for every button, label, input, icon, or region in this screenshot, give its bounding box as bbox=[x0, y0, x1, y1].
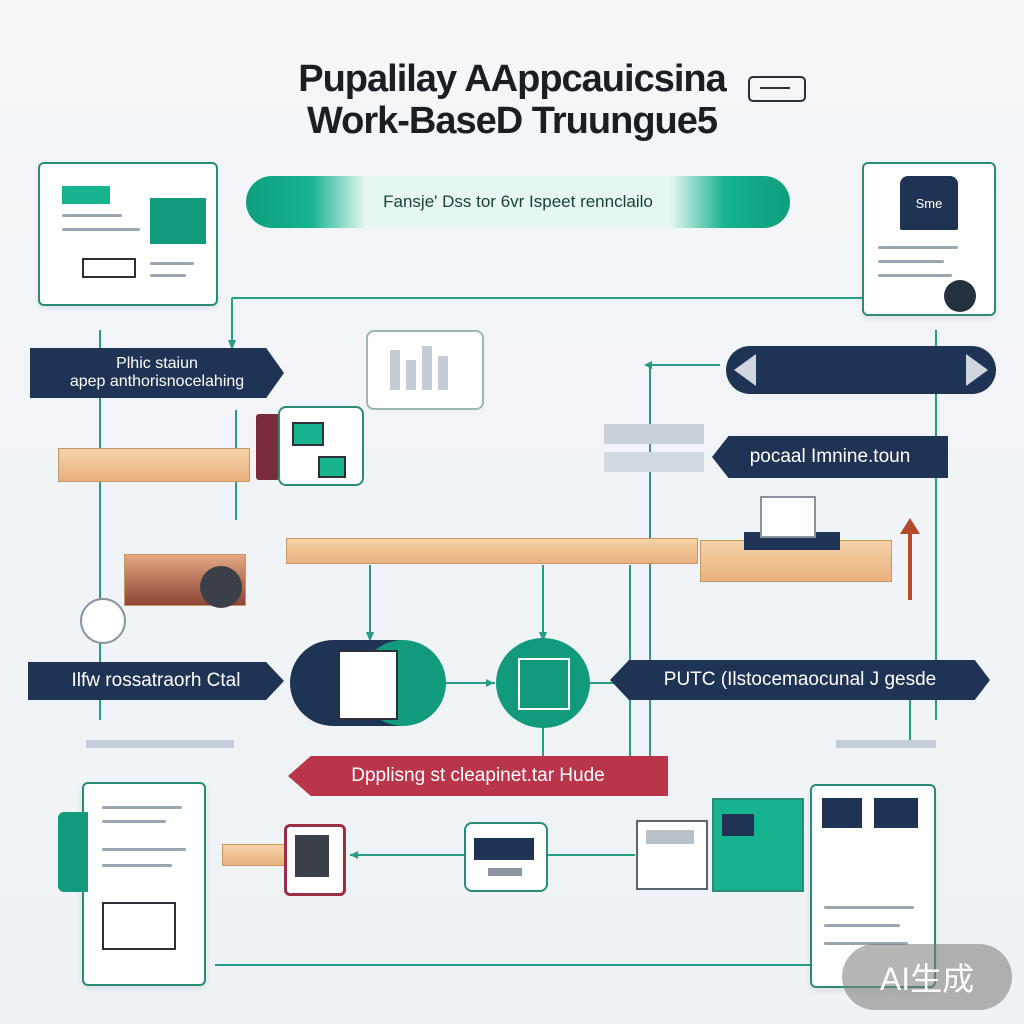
document-icon-top-left bbox=[38, 162, 218, 306]
banner-text: Fansje' Dss tor 6vr Ispeet rennclailo bbox=[383, 192, 653, 211]
page-title: Pupalilay AAppcauicsina bbox=[298, 58, 727, 100]
label-left-bottom-text: Ilfw rossatraorh Ctal bbox=[71, 670, 241, 691]
beam-center-long bbox=[286, 538, 698, 564]
beam-left-short bbox=[58, 448, 250, 482]
label-right-top bbox=[726, 346, 996, 394]
chart-card-icon bbox=[366, 330, 484, 410]
label-right-mid: pocaal Imnine.toun bbox=[712, 436, 948, 478]
small-monitor-icon bbox=[760, 496, 816, 538]
document-circle-left bbox=[290, 640, 446, 726]
gear-icon bbox=[200, 566, 242, 608]
server-block-icon-2 bbox=[604, 452, 704, 472]
device-red-icon bbox=[284, 824, 346, 896]
doc-badge-text: Sme bbox=[915, 195, 943, 211]
label-center-red: Dpplisng st cleapinet.tar Hude bbox=[288, 756, 668, 796]
document-flag-icon bbox=[58, 812, 88, 892]
label-center-red-text: Dpplisng st cleapinet.tar Hude bbox=[351, 765, 605, 786]
page-subtitle: Work-BaseD Truungue5 bbox=[306, 100, 718, 142]
up-arrow-head-icon bbox=[900, 518, 920, 534]
label-left-bottom: Ilfw rossatraorh Ctal bbox=[28, 662, 284, 700]
base-shelf-left bbox=[86, 740, 234, 748]
label-right-bottom-text: PUTC (Ilstocemaocunal J gesde bbox=[663, 669, 937, 690]
up-arrow-icon bbox=[908, 526, 912, 600]
watermark-text: AI生成 bbox=[879, 961, 975, 997]
document-icon-top-right: Sme bbox=[862, 162, 996, 316]
banner-pill: Fansje' Dss tor 6vr Ispeet rennclailo bbox=[246, 176, 790, 228]
title-badge-icon bbox=[748, 76, 806, 102]
label-left-top: Plhic staiun apep anthorisnocelahing bbox=[30, 348, 284, 398]
connector-block-icon bbox=[256, 414, 280, 480]
base-shelf-right bbox=[836, 740, 936, 748]
printer-icon bbox=[636, 820, 708, 890]
label-left-top-line1: Plhic staiun bbox=[116, 355, 198, 372]
tablet-icon bbox=[712, 798, 804, 892]
device-card-icon bbox=[278, 406, 364, 486]
document-icon-bottom-left bbox=[82, 782, 206, 986]
ai-generated-watermark: AI生成 bbox=[842, 944, 1012, 1010]
server-block-icon bbox=[604, 424, 704, 444]
label-right-bottom: PUTC (Ilstocemaocunal J gesde bbox=[610, 660, 990, 700]
lock-icon bbox=[80, 598, 126, 644]
monitor-icon bbox=[464, 822, 548, 892]
label-right-mid-text: pocaal Imnine.toun bbox=[749, 446, 911, 467]
beam-bottom-short bbox=[222, 844, 288, 866]
label-left-top-line2: apep anthorisnocelahing bbox=[69, 373, 245, 390]
document-circle-center bbox=[496, 638, 590, 728]
